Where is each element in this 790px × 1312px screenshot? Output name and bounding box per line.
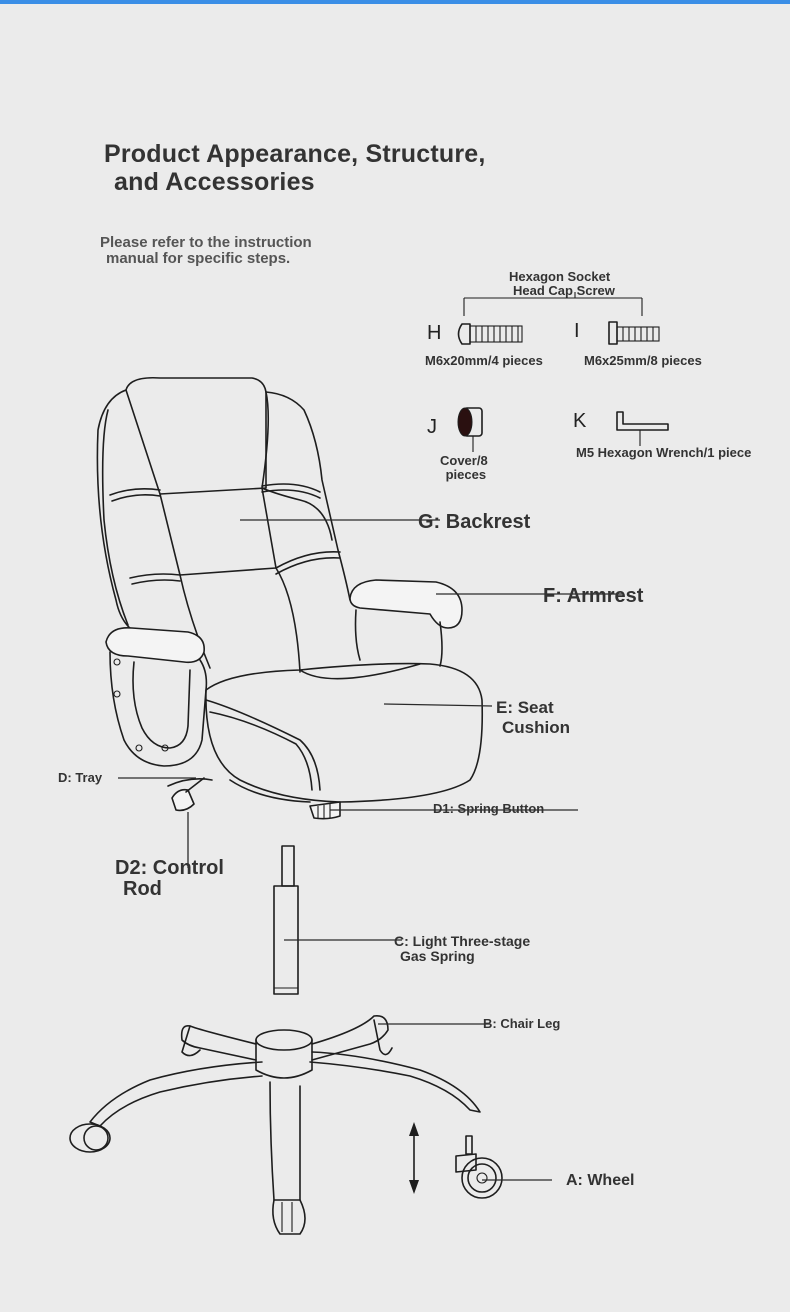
instruction-note-line1: Please refer to the instruction [100, 234, 312, 251]
accessory-h-desc: M6x20mm/4 pieces [425, 353, 543, 368]
part-label-control-rod: D2: Control Rod [115, 858, 224, 900]
screw-header-bracket [463, 292, 643, 316]
wheel-insert-arrow-icon [409, 1122, 419, 1194]
part-label-control-rod-line1: D2: Control [115, 857, 224, 879]
part-label-gas-spring-line1: C: Light Three-stage [394, 933, 531, 949]
part-label-seat-line2: Cushion [502, 718, 570, 737]
instruction-note: Please refer to the instruction manual f… [100, 235, 390, 267]
accessory-j-desc: Cover/8 pieces [440, 454, 488, 482]
accessory-h-letter: H [427, 322, 442, 344]
chair-backrest-drawing [96, 376, 351, 673]
accessory-j-desc-line2: pieces [445, 467, 487, 482]
screw-i-icon [608, 321, 660, 345]
screw-header: Hexagon Socket Head Cap Screw [509, 270, 615, 298]
top-accent-bar [0, 0, 790, 4]
wrench-k-icon [616, 411, 669, 446]
part-label-control-rod-line2: Rod [123, 878, 162, 900]
chair-base-drawing [69, 1014, 481, 1235]
part-label-tray: D: Tray [58, 770, 103, 785]
screw-header-line1: Hexagon Socket [509, 269, 611, 284]
accessory-j-desc-line1: Cover/8 [440, 453, 488, 468]
screw-header-line2: Head Cap Screw [513, 283, 615, 298]
chair-tray-drawing [167, 777, 341, 820]
leader-lines [118, 519, 622, 1181]
part-label-gas-spring-line2: Gas Spring [400, 948, 475, 964]
accessory-i-desc: M6x25mm/8 pieces [584, 353, 702, 368]
part-label-gas-spring: C: Light Three-stage Gas Spring [394, 934, 530, 964]
chair-seat-drawing [205, 662, 484, 803]
part-label-seat-cushion: E: Seat Cushion [496, 698, 570, 738]
part-label-spring-button: D1: Spring Button [433, 801, 545, 816]
screw-h-icon [457, 323, 523, 345]
page-title-line2: and Accessories [114, 168, 315, 196]
part-label-chair-leg: B: Chair Leg [483, 1016, 561, 1031]
part-label-wheel: A: Wheel [566, 1172, 635, 1189]
chair-right-armrest-drawing [349, 579, 463, 667]
page-title-line1: Product Appearance, Structure, [104, 140, 486, 168]
part-label-seat-line1: E: Seat [496, 698, 554, 717]
accessory-k-desc: M5 Hexagon Wrench/1 piece [576, 445, 752, 460]
cover-j-icon [457, 407, 483, 452]
gas-spring-drawing [273, 845, 299, 995]
wheel-drawing [455, 1135, 503, 1199]
accessory-k-letter: K [573, 410, 587, 432]
part-label-armrest: F: Armrest [543, 585, 644, 607]
part-label-backrest: G: Backrest [418, 511, 531, 533]
page-title: Product Appearance, Structure, and Acces… [104, 140, 624, 196]
accessory-j-letter: J [427, 416, 437, 438]
accessory-i-letter: I [574, 320, 580, 342]
chair-left-armrest-drawing [105, 626, 208, 767]
instruction-note-line2: manual for specific steps. [106, 250, 291, 267]
